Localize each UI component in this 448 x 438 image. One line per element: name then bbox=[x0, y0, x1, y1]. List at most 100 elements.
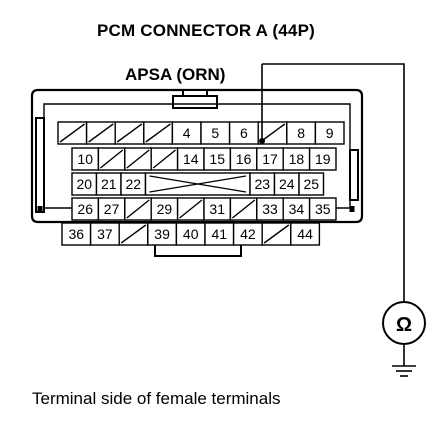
pin-cell: 23 bbox=[249, 172, 276, 196]
pin-cell bbox=[124, 147, 152, 171]
pin-number: 14 bbox=[183, 151, 199, 167]
pin-cell: 36 bbox=[61, 222, 92, 246]
pin-number: 9 bbox=[326, 125, 334, 141]
pin-cell: 44 bbox=[290, 222, 321, 246]
pin-cell: 22 bbox=[120, 172, 147, 196]
pin-cell bbox=[143, 121, 174, 145]
pin-number: 39 bbox=[154, 226, 170, 242]
unused-pin-mark bbox=[152, 149, 177, 169]
pin-number: 10 bbox=[77, 151, 93, 167]
pin-number: 27 bbox=[104, 201, 120, 217]
unused-pin-mark bbox=[231, 199, 256, 219]
pin-number: 25 bbox=[303, 176, 319, 192]
pin-cell bbox=[57, 121, 88, 145]
pin-cell: 34 bbox=[282, 197, 311, 221]
pin-cell bbox=[97, 147, 126, 171]
pin-number: 24 bbox=[279, 176, 295, 192]
pin-cell: 33 bbox=[256, 197, 284, 221]
pin-number: 29 bbox=[157, 201, 173, 217]
pin-number: 35 bbox=[315, 201, 331, 217]
pin-number: 44 bbox=[297, 226, 313, 242]
pin-number: 15 bbox=[209, 151, 225, 167]
probe-label: APSA (ORN) bbox=[125, 65, 225, 84]
unused-pin-mark bbox=[126, 149, 150, 169]
unused-pin-mark bbox=[145, 123, 171, 143]
unused-pin-mark bbox=[263, 224, 290, 244]
unused-pin-mark bbox=[116, 123, 143, 143]
pin-number: 33 bbox=[262, 201, 278, 217]
pin-cell: 35 bbox=[308, 197, 337, 221]
pin-number: 40 bbox=[183, 226, 199, 242]
pin-number: 6 bbox=[240, 125, 248, 141]
pin-cell: 6 bbox=[228, 121, 259, 145]
pin-cell bbox=[124, 197, 152, 221]
diagram-caption: Terminal side of female terminals bbox=[32, 389, 280, 408]
pin-number: 8 bbox=[297, 125, 305, 141]
ohmmeter-icon: Ω bbox=[382, 301, 426, 345]
pin-cell: 10 bbox=[71, 147, 100, 171]
pin-cell: 17 bbox=[256, 147, 284, 171]
pin-cell: 26 bbox=[71, 197, 100, 221]
unused-pin-mark bbox=[126, 199, 150, 219]
unused-pin-mark bbox=[120, 224, 147, 244]
probe-wire bbox=[258, 63, 405, 302]
pin-cell bbox=[144, 172, 251, 196]
pin-cell: 15 bbox=[203, 147, 232, 171]
pin-number: 34 bbox=[289, 201, 305, 217]
pin-cell: 8 bbox=[286, 121, 317, 145]
pin-number: 36 bbox=[69, 226, 85, 242]
pin-cell bbox=[118, 222, 149, 246]
pin-number: 18 bbox=[289, 151, 305, 167]
pin-cell: 41 bbox=[204, 222, 235, 246]
pin-number: 4 bbox=[183, 125, 191, 141]
pin-cell: 25 bbox=[298, 172, 325, 196]
pin-number: 42 bbox=[240, 226, 256, 242]
diagram-title: PCM CONNECTOR A (44P) bbox=[97, 21, 315, 40]
pin-number: 23 bbox=[254, 176, 270, 192]
pin-number: 19 bbox=[315, 151, 331, 167]
pin-cell: 5 bbox=[200, 121, 231, 145]
pin-number: 20 bbox=[76, 176, 92, 192]
pin-cell: 27 bbox=[97, 197, 126, 221]
unused-pin-mark bbox=[88, 123, 114, 143]
pin-number: 41 bbox=[212, 226, 228, 242]
pin-cell bbox=[229, 197, 258, 221]
pin-cell bbox=[150, 147, 179, 171]
pin-grid: 4 5 6 8 9 10 14 15 16 17 18 19 20 21 22 23 24 25 26 27 29 31 3… bbox=[57, 121, 345, 246]
unused-pin-mark bbox=[179, 199, 203, 219]
pin-number: 22 bbox=[125, 176, 141, 192]
pin-cell bbox=[85, 121, 116, 145]
pin-number: 16 bbox=[236, 151, 252, 167]
pin-number: 17 bbox=[262, 151, 278, 167]
pin-cell: 19 bbox=[308, 147, 337, 171]
pin-cell: 9 bbox=[314, 121, 345, 145]
pin-number: 26 bbox=[77, 201, 93, 217]
pin-cell: 14 bbox=[176, 147, 205, 171]
meter-symbol: Ω bbox=[396, 314, 412, 336]
pin-cell bbox=[176, 197, 205, 221]
pin-number: 5 bbox=[211, 125, 219, 141]
unused-pin-mark bbox=[59, 123, 86, 143]
blank-block-mark bbox=[149, 175, 247, 193]
pin-cell: 37 bbox=[89, 222, 120, 246]
pin-cell: 39 bbox=[147, 222, 178, 246]
ground-icon bbox=[392, 344, 416, 377]
pin-cell: 29 bbox=[150, 197, 179, 221]
pin-cell: 21 bbox=[95, 172, 122, 196]
pin-cell bbox=[261, 222, 292, 246]
pin-cell: 42 bbox=[232, 222, 263, 246]
pin-cell: 24 bbox=[273, 172, 300, 196]
unused-pin-mark bbox=[99, 149, 124, 169]
pin-cell: 40 bbox=[175, 222, 206, 246]
pin-cell: 18 bbox=[282, 147, 311, 171]
unused-pin-mark bbox=[259, 123, 286, 143]
pin-cell: 20 bbox=[71, 172, 98, 196]
pin-cell: 16 bbox=[229, 147, 258, 171]
pin-cell: 4 bbox=[171, 121, 202, 145]
pin-cell bbox=[114, 121, 145, 145]
pin-number: 37 bbox=[97, 226, 113, 242]
pin-number: 31 bbox=[209, 201, 225, 217]
pin-number: 21 bbox=[101, 176, 117, 192]
pin-cell: 31 bbox=[203, 197, 232, 221]
